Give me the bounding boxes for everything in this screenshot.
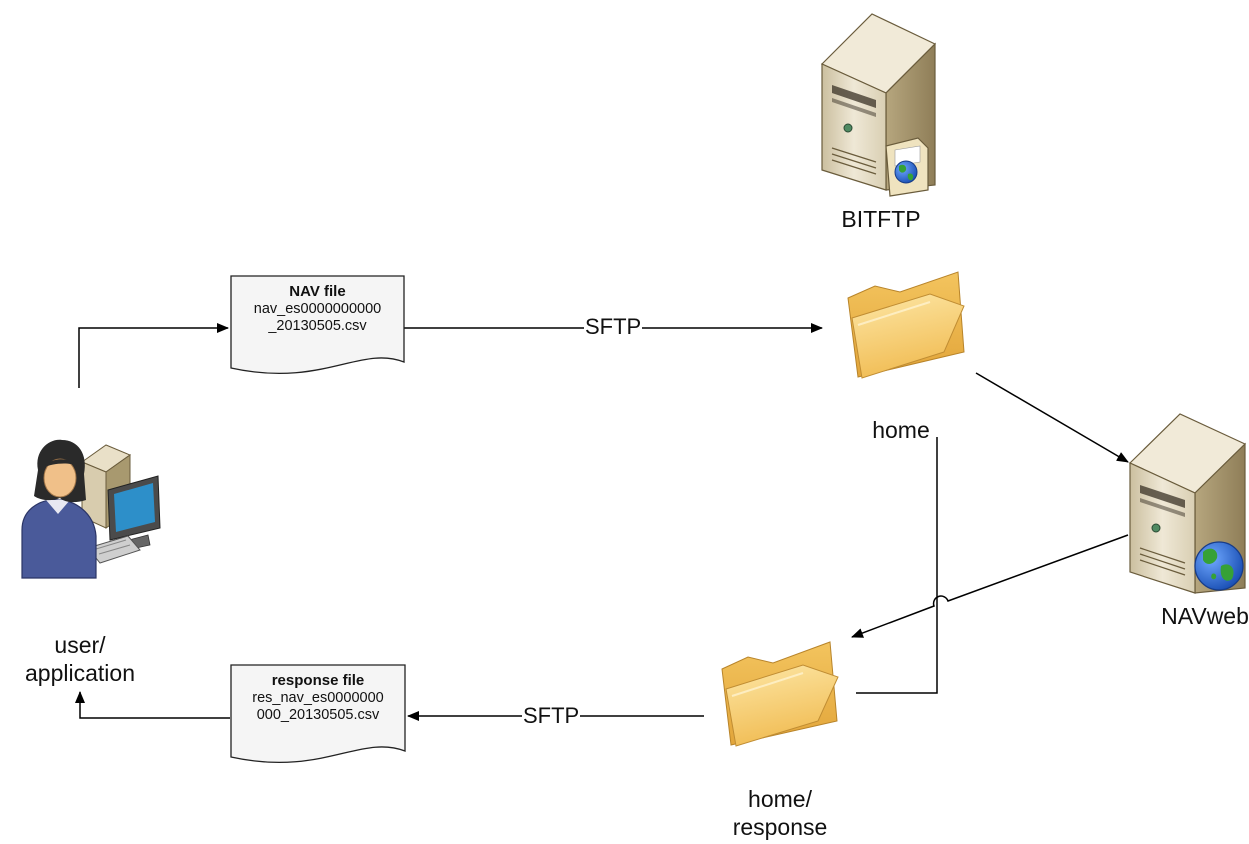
response-label-line2: response: [732, 813, 828, 840]
bitftp-label: BITFTP: [841, 206, 921, 232]
connector-home-to-navweb: [975, 372, 1129, 463]
connector-navweb-to-response: [851, 534, 1129, 638]
nav-file-name-line1: nav_es0000000000: [253, 301, 382, 317]
server-icon: [1128, 413, 1247, 594]
navweb-label: NAVweb: [1161, 603, 1249, 629]
globe-icon: [894, 160, 918, 184]
sftp-upload-label: SFTP: [584, 314, 643, 341]
response-file-name-line2: 000_20130505.csv: [256, 707, 380, 724]
response-folder-label: home/ response: [720, 786, 840, 841]
nav-file-name-line2: _20130505.csv: [268, 318, 367, 335]
home-folder-label: home: [872, 417, 930, 443]
response-file-title: response file: [271, 672, 365, 689]
nav-file-text: NAV file nav_es0000000000 _20130505.csv: [231, 283, 404, 336]
globe-icon: [1194, 541, 1244, 591]
sftp-download-label: SFTP: [522, 703, 581, 730]
server-icon: [820, 13, 937, 197]
connector-user-to-nav-file: [78, 323, 229, 388]
computer-icon: [80, 444, 161, 564]
response-file-name-line1: res_nav_es0000000: [252, 690, 384, 706]
nav-file-document: [230, 275, 405, 375]
user-label-line1: user/: [54, 632, 106, 658]
user-application-label: user/ application: [10, 632, 150, 687]
response-file-text: response file res_nav_es0000000 000_2013…: [231, 672, 405, 725]
folder-icon: [847, 271, 965, 379]
nav-file-title: NAV file: [289, 283, 346, 300]
person-icon: [21, 439, 97, 579]
response-file-document: [230, 664, 406, 764]
response-label-line1: home/: [748, 786, 812, 812]
connector-response-file-to-user: [75, 691, 230, 719]
user-label-line2: application: [25, 659, 135, 686]
connector-home-to-response: [856, 437, 938, 694]
folder-icon: [721, 641, 839, 747]
